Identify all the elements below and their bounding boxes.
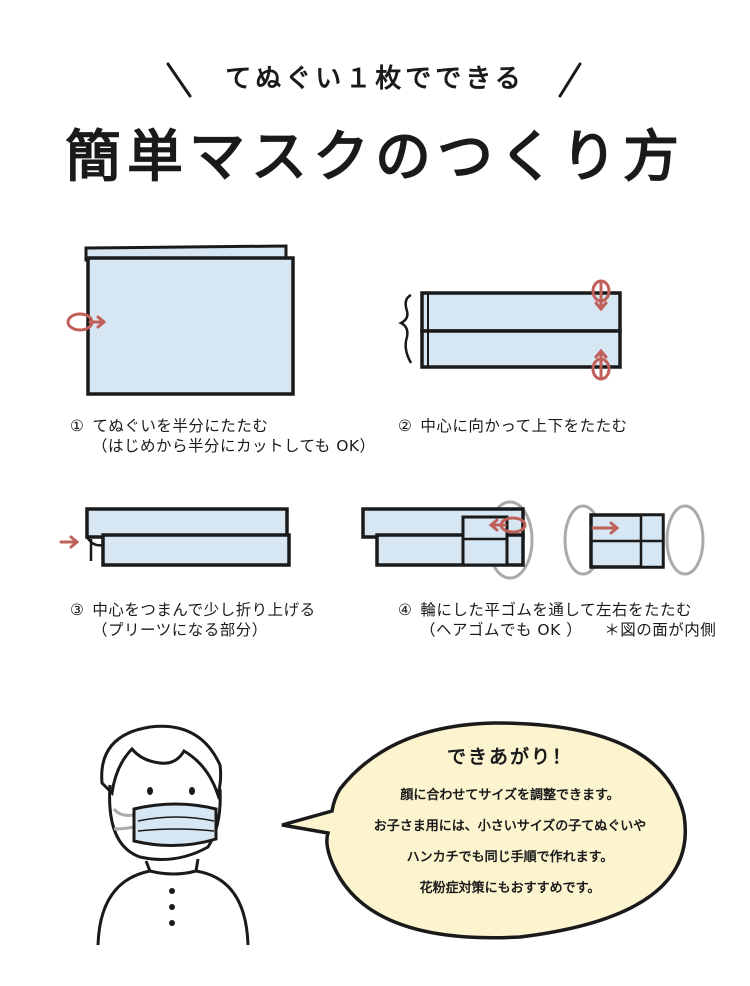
speech-bubble xyxy=(281,721,687,940)
step1-number: ① xyxy=(70,417,85,435)
mask-icon xyxy=(132,802,218,847)
fold-arrow-icon xyxy=(488,516,527,534)
step4-extra-note: ＊図の面が内側 xyxy=(604,621,717,639)
step3-text: 中心をつまんで少し折り上げる xyxy=(92,601,316,619)
eye-right xyxy=(189,787,195,795)
step4-caption: ④ 輪にした平ゴムを通して左右をたたむ （ヘアゴムでも OK ） ＊図の面が内側 xyxy=(398,600,728,640)
header-decoration xyxy=(166,62,582,98)
step2-caption: ② 中心に向かって上下をたたむ xyxy=(398,416,628,436)
subtitle: てぬぐい１枚でできる xyxy=(225,64,525,94)
bubble-body: 顔に合わせてサイズを調整できます。 お子さま用には、小さいサイズの子てぬぐいや … xyxy=(325,780,695,904)
eye-left xyxy=(147,787,153,795)
slash-left-icon xyxy=(166,62,192,98)
push-arrow-icon xyxy=(59,535,80,549)
step3-number: ③ xyxy=(70,601,85,619)
step3-caption: ③ 中心をつまんで少し折り上げる （プリーツになる部分） xyxy=(70,600,316,640)
cloth-bottom-band xyxy=(101,533,291,567)
slash-right-icon xyxy=(558,62,582,98)
page-title: 簡単マスクのつくり方 xyxy=(65,125,685,190)
ear-strap xyxy=(112,808,135,831)
step2-number: ② xyxy=(398,417,413,435)
step1-text: てぬぐいを半分にたたむ xyxy=(92,417,269,435)
bubble-shape xyxy=(281,721,687,940)
cloth-rect xyxy=(86,256,295,396)
step2-text: 中心に向かって上下をたたむ xyxy=(420,417,628,435)
body xyxy=(96,869,250,946)
step4-text: 輪にした平ゴムを通して左右をたたむ xyxy=(420,601,692,619)
step1-caption: ① てぬぐいを半分にたたむ （はじめから半分にカットしても OK） xyxy=(70,416,376,456)
bubble-line: 花粉症対策にもおすすめです。 xyxy=(419,881,601,896)
cloth-top-band xyxy=(420,291,622,333)
bubble-line: ハンカチでも同じ手順で作れます。 xyxy=(406,850,614,865)
pleat-fold xyxy=(85,536,104,561)
fold-arrow-icon xyxy=(591,521,620,535)
fold-arrow-icon xyxy=(66,312,107,332)
step4-note: （ヘアゴムでも OK ） xyxy=(420,621,583,639)
elastic-loop-right xyxy=(665,504,705,576)
step3-illustration xyxy=(59,507,291,567)
person-illustration xyxy=(96,724,250,946)
neck xyxy=(144,858,200,872)
fold-arrow-bottom-icon xyxy=(591,348,611,381)
step1-note: （はじめから半分にカットしても OK） xyxy=(92,437,376,455)
bubble-line: 顔に合わせてサイズを調整できます。 xyxy=(400,788,620,803)
step4-illustration xyxy=(361,500,705,580)
step3-note: （プリーツになる部分） xyxy=(92,621,268,639)
bubble-line: お子さま用には、小さいサイズの子てぬぐいや xyxy=(373,819,647,834)
step1-illustration xyxy=(66,244,295,396)
step2-illustration xyxy=(398,279,622,381)
folded-flap xyxy=(461,515,509,567)
hair xyxy=(100,724,223,801)
cloth-top-band xyxy=(85,507,289,539)
step4-number: ④ xyxy=(398,601,413,619)
brace-icon xyxy=(398,293,413,364)
fold-arrow-top-icon xyxy=(591,279,611,312)
cloth-bottom-band xyxy=(420,329,622,369)
bubble-heading: できあがり！ xyxy=(446,746,573,768)
